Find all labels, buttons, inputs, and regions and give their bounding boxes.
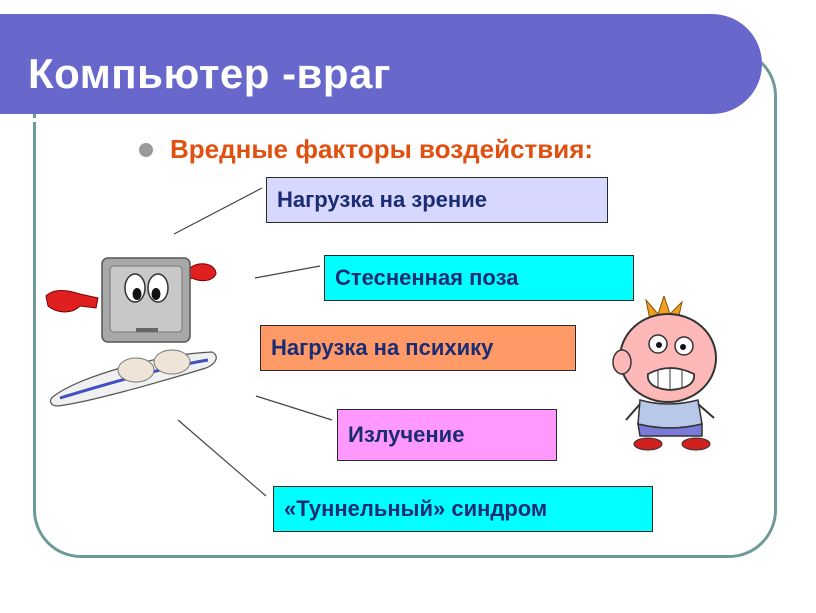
computer-character-image (45, 257, 217, 407)
factor-label: Нагрузка на зрение (277, 187, 487, 212)
scared-boy-image (612, 296, 717, 451)
factor-box-psyche: Нагрузка на психику (260, 325, 576, 371)
title-underline (0, 118, 720, 122)
factor-box-radiation: Излучение (337, 409, 557, 461)
factor-box-posture: Стесненная поза (324, 255, 634, 301)
slide-subtitle: Вредные факторы воздействия: (170, 134, 594, 164)
factor-label: Нагрузка на психику (271, 335, 494, 360)
bullet-icon (139, 143, 153, 157)
title-bar: Компьютер -враг (0, 14, 762, 122)
factor-box-tunnel: «Туннельный» синдром (273, 486, 653, 532)
factor-label: Стесненная поза (335, 265, 519, 290)
factor-label: Излучение (348, 422, 465, 447)
slide-title: Компьютер -враг (28, 50, 391, 97)
factor-box-vision: Нагрузка на зрение (266, 177, 608, 223)
factor-label: «Туннельный» синдром (284, 496, 548, 521)
